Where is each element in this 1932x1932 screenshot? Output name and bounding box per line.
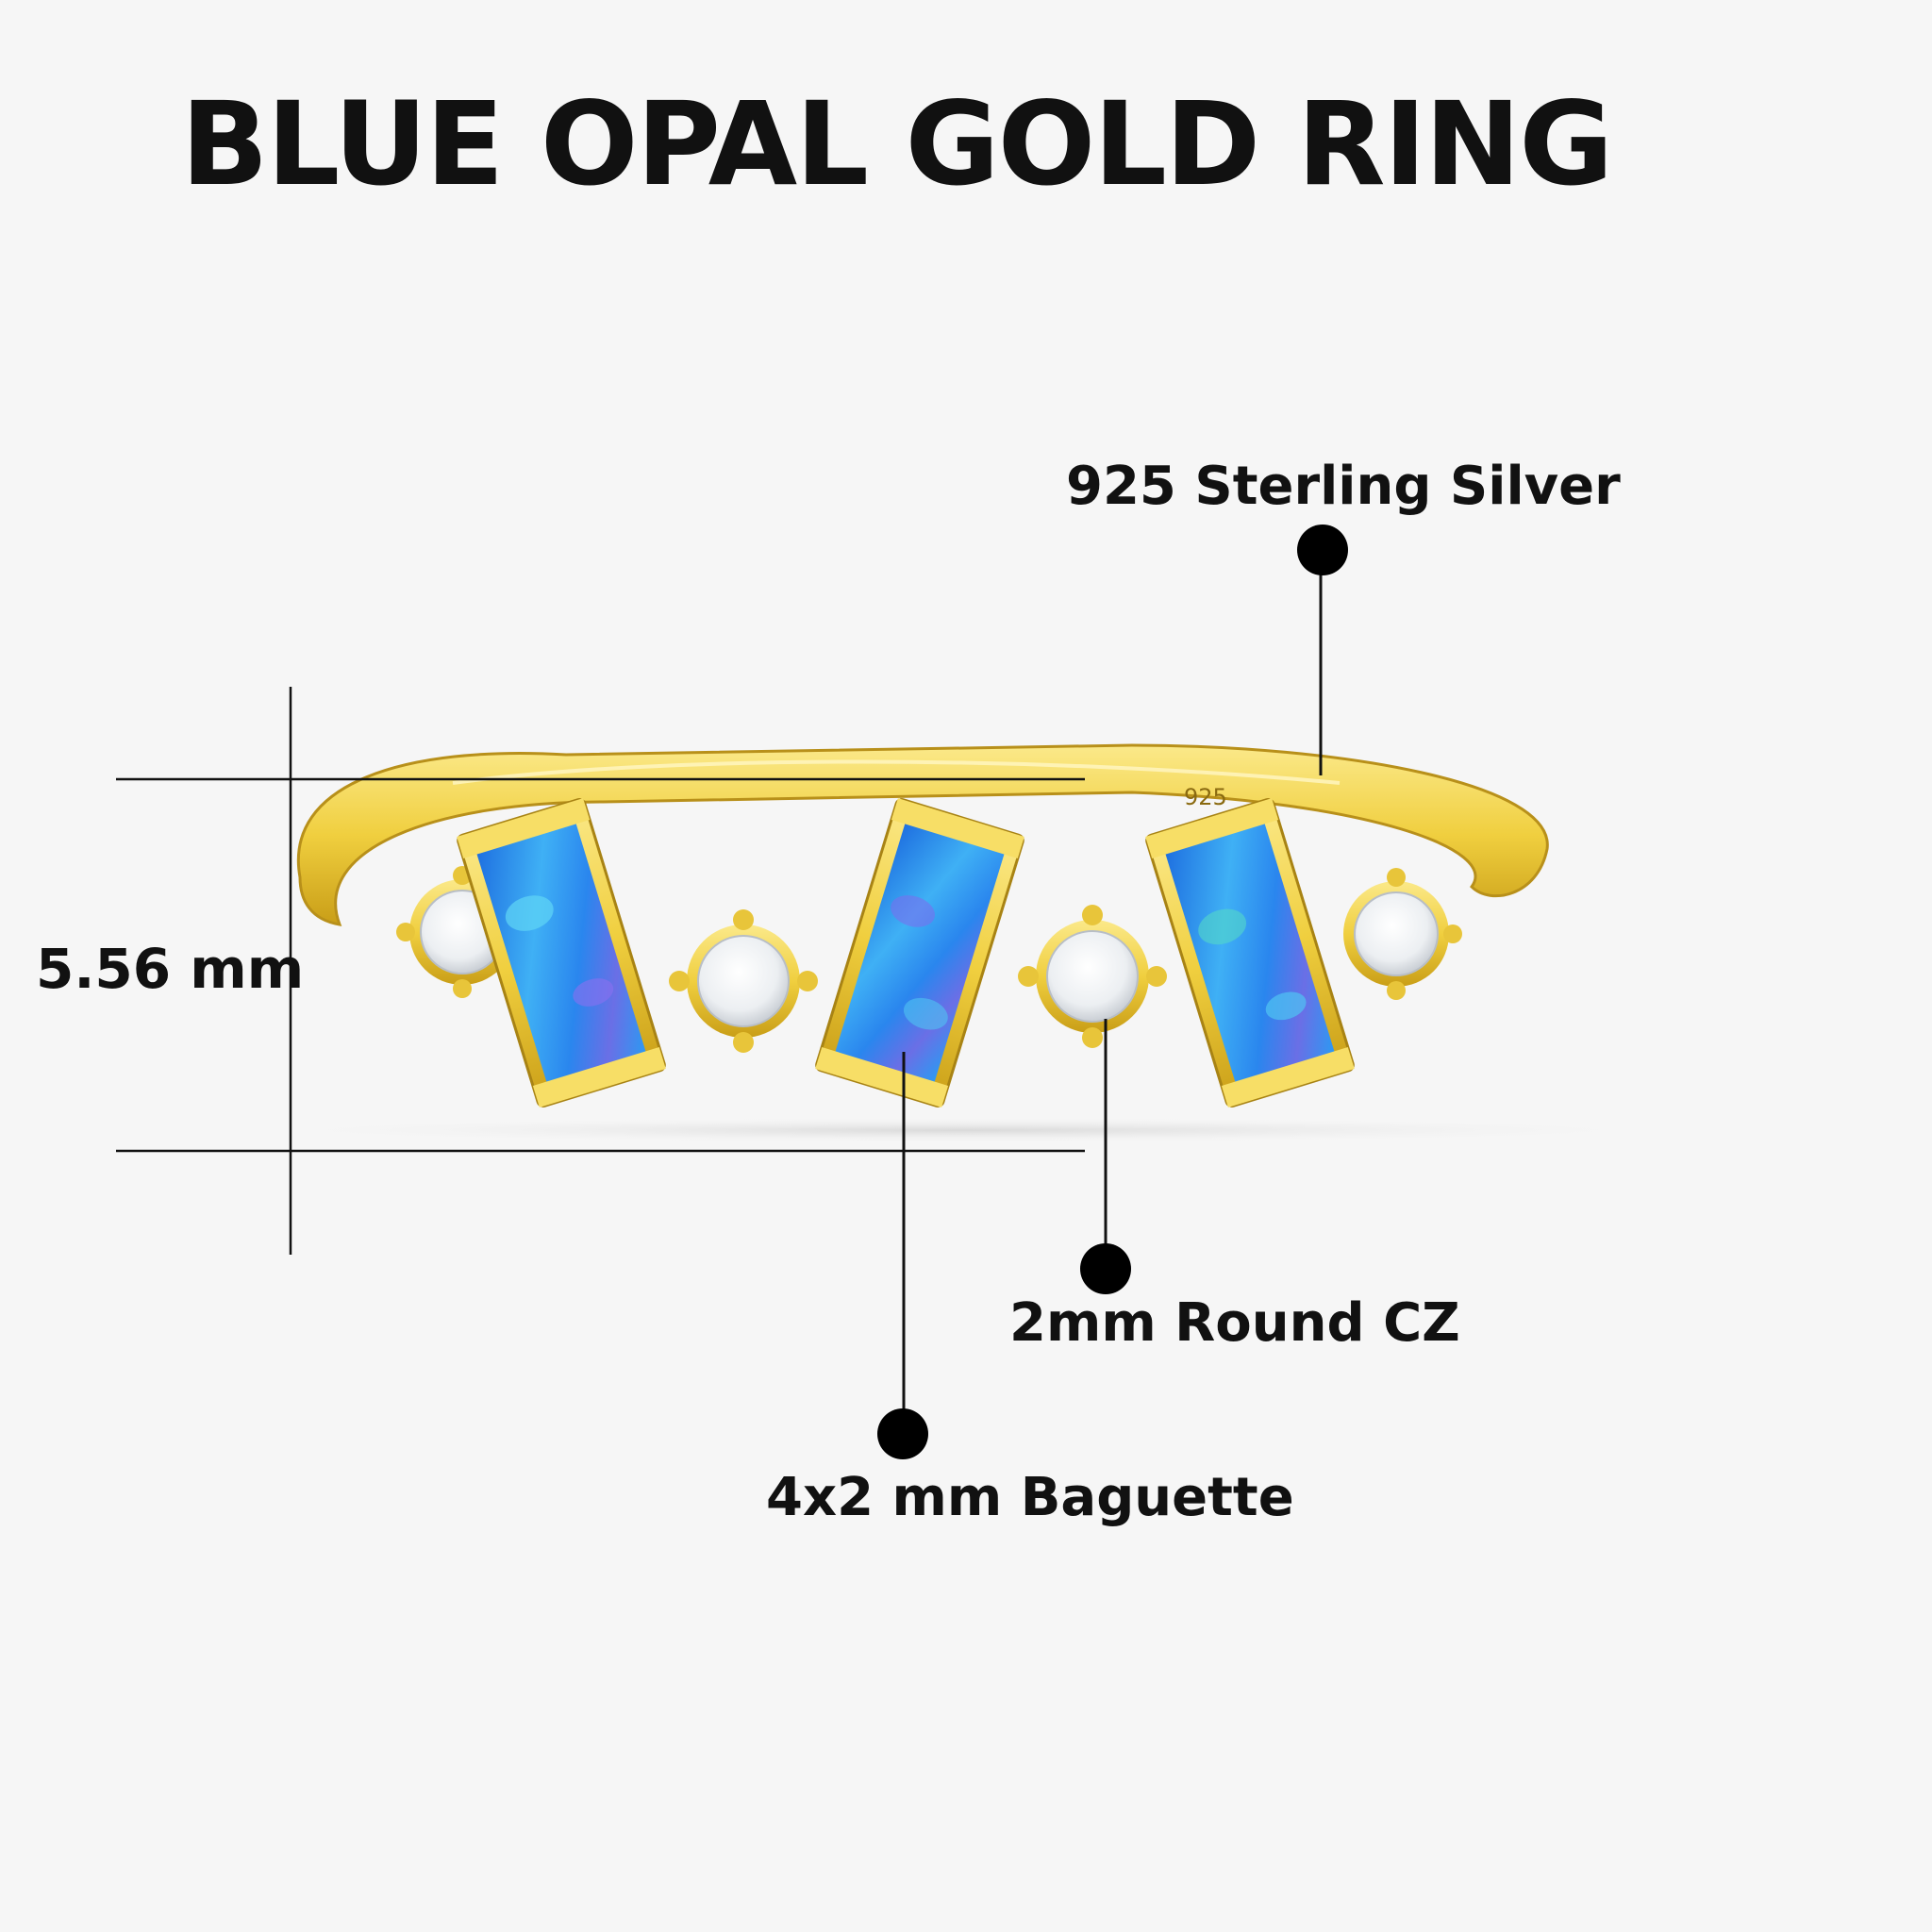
- engraving-text: 925: [1184, 784, 1227, 810]
- cz-stone-4: [1343, 868, 1462, 1000]
- opal-baguette-2: [815, 798, 1024, 1108]
- cz-callout-dot: [1080, 1243, 1131, 1294]
- side-stone-callout-label: 2mm Round CZ: [1009, 1292, 1460, 1354]
- opal-baguette-1: [457, 798, 666, 1108]
- baguette-callout-dot: [877, 1408, 928, 1459]
- metal-callout-label: 925 Sterling Silver: [1066, 456, 1621, 517]
- ring-shadow: [226, 1117, 1698, 1143]
- page-title: BLUE OPAL GOLD RING: [180, 77, 1614, 211]
- ring-band: [296, 743, 1549, 926]
- metal-callout-dot: [1297, 525, 1348, 575]
- opal-baguette-3: [1145, 798, 1355, 1108]
- cz-stone-3: [1018, 905, 1167, 1048]
- cz-stone-2: [669, 909, 818, 1053]
- main-stone-callout-label: 4x2 mm Baguette: [766, 1467, 1294, 1528]
- height-dimension-label: 5.56 mm: [36, 937, 305, 1001]
- height-dimension: [116, 687, 1085, 1255]
